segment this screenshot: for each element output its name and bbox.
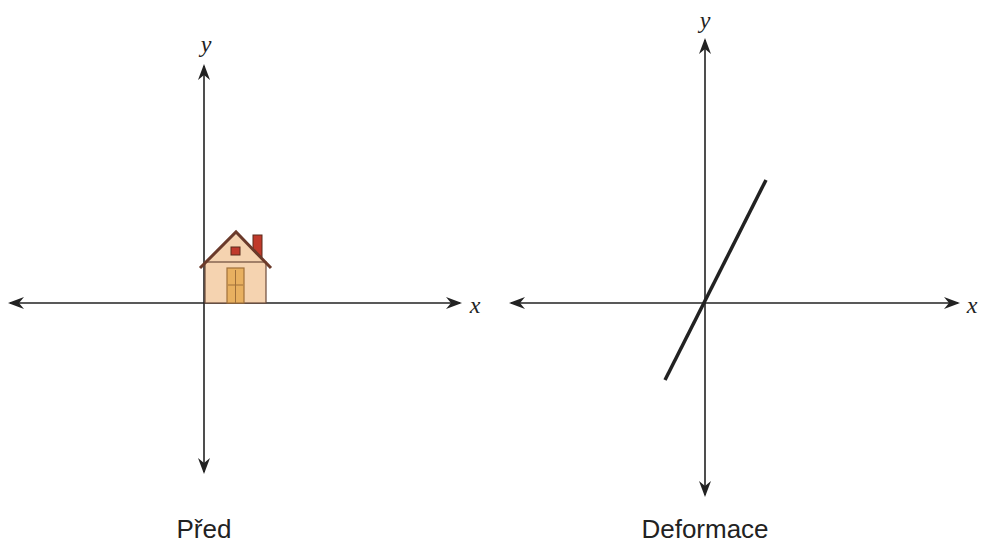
- axis-label: y: [700, 8, 711, 32]
- x-axis: [10, 302, 204, 304]
- x-axis: [705, 302, 958, 304]
- axis-label: x: [470, 293, 481, 317]
- axis-label: x: [967, 293, 978, 317]
- axis-label: y: [201, 32, 212, 56]
- panel-caption: Deformace: [641, 516, 768, 542]
- y-axis: [203, 303, 205, 472]
- panel-caption: Před: [177, 516, 232, 542]
- house-icon: [200, 232, 271, 303]
- deformed-house-line: [665, 180, 766, 380]
- x-axis: [511, 302, 705, 304]
- y-axis: [704, 40, 706, 303]
- y-axis: [704, 303, 706, 495]
